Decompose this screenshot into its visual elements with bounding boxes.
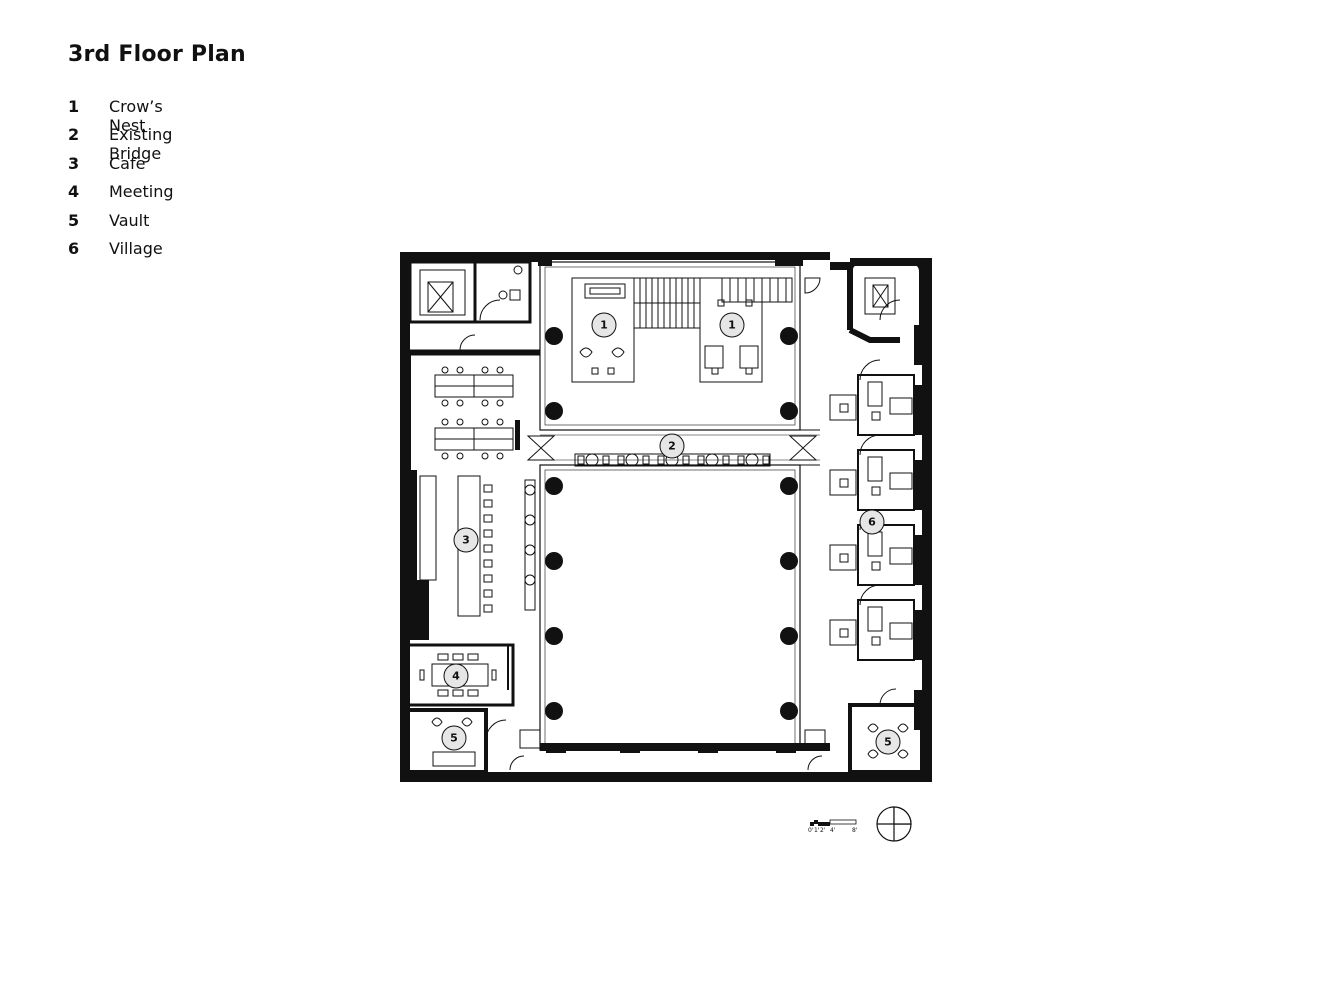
bridge-fixtures — [526, 435, 818, 467]
legend-label: Cafe — [109, 153, 146, 173]
page-title: 3rd Floor Plan — [68, 42, 246, 67]
workstations-left — [434, 366, 520, 460]
svg-text:6: 6 — [868, 516, 876, 529]
legend-label: Existing Bridge — [109, 125, 173, 164]
exterior-walls — [400, 252, 932, 782]
north-arrow-icon — [876, 806, 912, 842]
scale-bar: 0' 1' 2' 4' 8' — [808, 819, 858, 834]
svg-text:5: 5 — [450, 732, 458, 745]
atrium — [539, 261, 830, 751]
vault-left — [406, 708, 541, 774]
room-labels: 1 1 2 3 4 5 5 6 — [441, 312, 901, 755]
svg-text:5: 5 — [884, 736, 892, 749]
label-bridge: 2 — [659, 433, 685, 459]
vault-right — [804, 688, 924, 774]
stair-core-left — [408, 260, 541, 356]
label-village: 6 — [859, 509, 885, 535]
label-vault-a: 5 — [441, 725, 467, 751]
svg-text:1: 1 — [728, 319, 736, 332]
label-vault-b: 5 — [875, 729, 901, 755]
legend-label: Vault — [109, 210, 150, 230]
stair-core-right — [847, 259, 925, 343]
label-crows-nest-a: 1 — [591, 312, 617, 338]
meeting-room — [406, 643, 515, 707]
legend-number: 2 — [68, 125, 80, 145]
scale-tick-8: 8' — [852, 827, 858, 834]
label-meeting: 4 — [443, 663, 469, 689]
legend-number: 5 — [68, 210, 80, 230]
legend-number: 4 — [68, 182, 80, 202]
cafe-furniture — [417, 475, 536, 640]
scale-tick-4: 4' — [830, 827, 836, 834]
columns — [538, 258, 803, 753]
scale-tick-0: 0' — [808, 827, 814, 834]
svg-text:3: 3 — [462, 534, 470, 547]
crows-nest-platforms — [571, 277, 821, 383]
scale-tick-2: 2' — [820, 827, 826, 834]
svg-text:1: 1 — [600, 319, 608, 332]
svg-text:4: 4 — [452, 670, 460, 683]
label-crows-nest-b: 1 — [719, 312, 745, 338]
legend-number: 6 — [68, 238, 80, 258]
legend-label: Village — [109, 238, 163, 258]
legend-label: Meeting — [109, 182, 174, 202]
village-offices — [829, 359, 915, 661]
scale-tick-1: 1' — [814, 827, 820, 834]
label-cafe: 3 — [453, 527, 479, 553]
legend-label: Crow’s Nest — [109, 97, 163, 135]
legend-number: 1 — [68, 97, 80, 116]
svg-text:2: 2 — [668, 440, 676, 453]
legend-number: 3 — [68, 153, 80, 173]
